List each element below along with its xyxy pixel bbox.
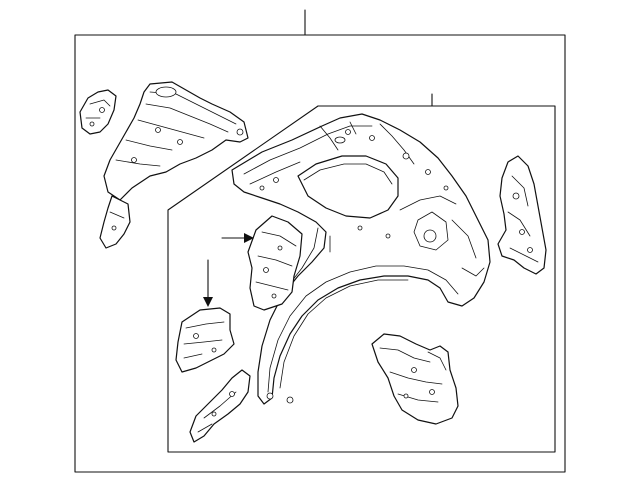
lower-small-bracket — [189, 369, 251, 443]
center-bracket — [247, 215, 303, 311]
lower-right-extension — [371, 333, 459, 425]
upper-pillar-reinforcement — [99, 81, 249, 249]
wheelhouse-assembly — [231, 113, 491, 405]
pointer-arrow-lower — [203, 259, 213, 307]
left-bracket — [79, 89, 117, 135]
right-bracket — [497, 155, 547, 275]
lower-bracket — [175, 307, 235, 373]
pointer-arrow-upper — [221, 233, 254, 243]
inner-frame — [167, 93, 556, 453]
outer-frame — [74, 9, 566, 473]
